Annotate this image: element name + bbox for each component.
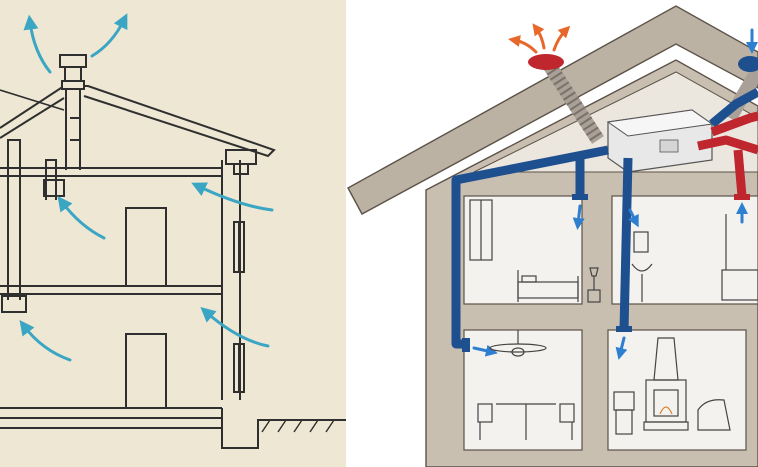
exhaust-duct xyxy=(710,111,758,137)
supply-duct xyxy=(709,88,758,128)
dining-table-icon xyxy=(477,403,575,440)
fireplace-icon xyxy=(643,337,689,431)
exhaust-air-arrow xyxy=(552,25,571,52)
supply-diffuser xyxy=(462,338,470,352)
heat-recovery-unit-icon xyxy=(606,109,714,173)
exhaust-air-arrow xyxy=(508,35,538,54)
exhaust-air-arrow xyxy=(532,23,546,50)
roof-rafter-line xyxy=(0,89,65,111)
tv-stand-icon xyxy=(613,391,635,435)
flex-exhaust-duct-ribs xyxy=(540,56,604,144)
armchair-icon xyxy=(697,399,731,431)
roof xyxy=(347,5,758,215)
bed-icon xyxy=(517,270,579,302)
roof-outline xyxy=(0,85,276,158)
lamp-icon xyxy=(587,267,601,303)
supply-duct-network xyxy=(451,88,758,349)
sink-icon xyxy=(631,231,653,302)
air-arrow xyxy=(19,320,72,362)
air-arrow xyxy=(191,182,274,212)
floor-slabs xyxy=(0,167,222,419)
air-arrow xyxy=(200,307,270,348)
mechanical-ventilation-panel xyxy=(346,0,758,467)
ceiling-fan-icon xyxy=(489,330,547,357)
supply-duct xyxy=(451,145,609,349)
exhaust-duct-network xyxy=(697,111,758,197)
foundation xyxy=(0,408,346,449)
left-background xyxy=(0,0,346,467)
supply-air-arrow xyxy=(472,344,498,357)
supply-air-arrow xyxy=(572,204,585,230)
supply-air-arrow xyxy=(615,336,628,360)
mechanical-ventilation-svg xyxy=(347,5,758,467)
bathtub-icon xyxy=(721,214,758,301)
intake-roof-cap xyxy=(738,56,758,72)
exhaust-duct xyxy=(697,135,758,155)
bedroom xyxy=(463,195,583,305)
wardrobe-icon xyxy=(469,199,493,261)
ground-hatching xyxy=(261,419,335,433)
dining-room xyxy=(463,329,583,451)
supply-air-arrow xyxy=(627,208,639,228)
air-arrow xyxy=(57,196,106,240)
supply-diffuser xyxy=(572,194,588,200)
air-arrow xyxy=(90,13,128,58)
natural-ventilation-panel xyxy=(0,0,346,467)
supply-duct xyxy=(619,157,633,331)
natural-ventilation-svg xyxy=(0,0,346,467)
door-icon xyxy=(125,207,167,287)
vent-stack-icon xyxy=(1,117,81,313)
exhaust-roof-cap xyxy=(528,54,564,70)
exhaust-diffuser xyxy=(734,194,750,200)
window-icon xyxy=(233,343,245,393)
door-icon xyxy=(125,333,167,409)
roof-underside xyxy=(0,97,65,139)
window-icon xyxy=(233,221,245,273)
air-arrow xyxy=(23,14,52,74)
supply-diffuser xyxy=(616,326,632,332)
exhaust-duct xyxy=(733,149,747,197)
